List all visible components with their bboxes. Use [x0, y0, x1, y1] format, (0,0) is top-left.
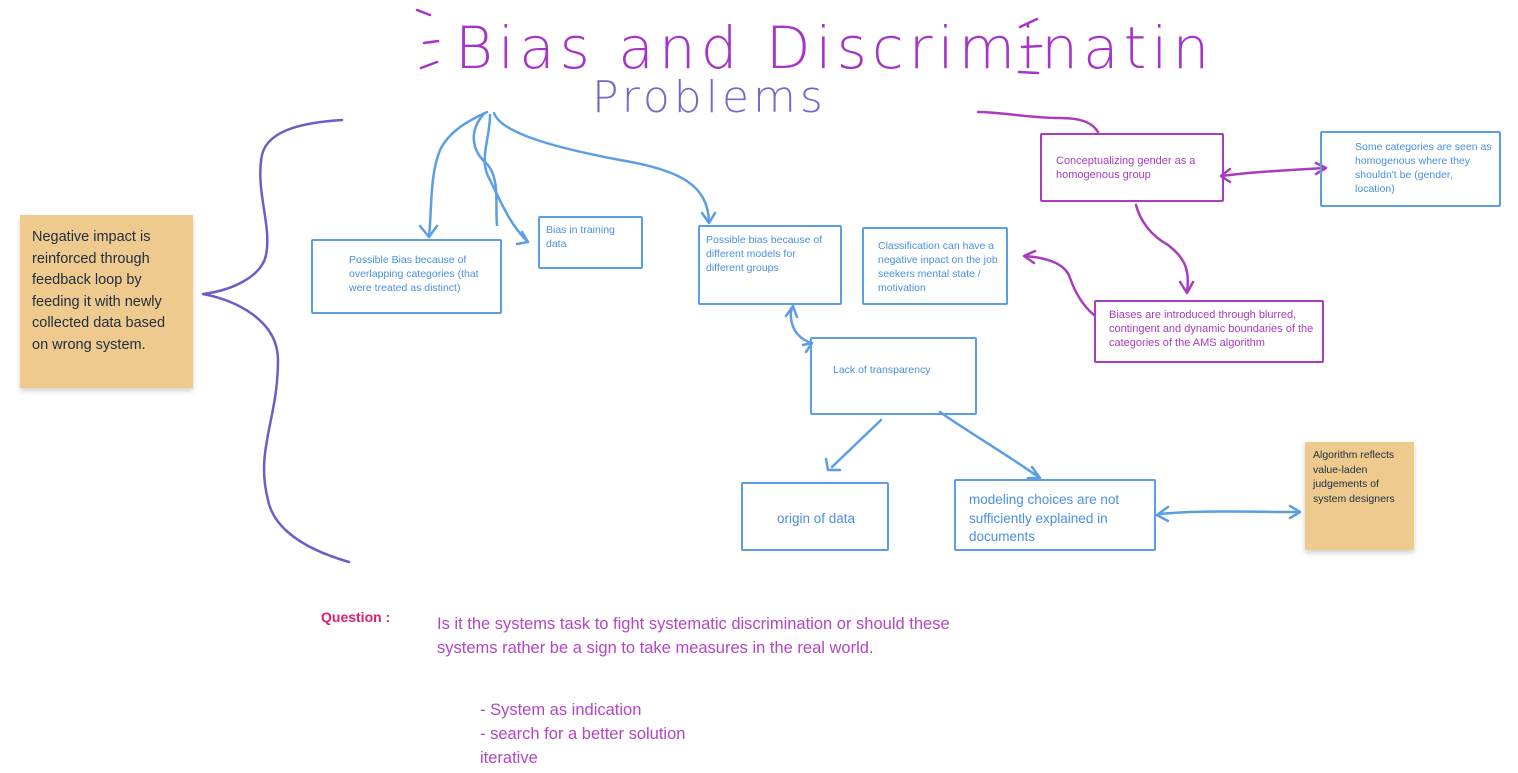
question-text: Is it the systems task to fight systemat… [437, 615, 950, 657]
title-line-1: Bias and Discriminatin [455, 14, 1215, 82]
sticky-note-text: Algorithm reflects value-laden judgement… [1313, 449, 1395, 505]
box-blurred-boundaries[interactable]: Biases are introduced through blurred, c… [1094, 300, 1324, 363]
bullet-item: - search for a better solution [480, 725, 686, 743]
box-overlapping-categories[interactable]: Possible Bias because of overlapping cat… [311, 239, 502, 314]
title-line-2: Problems [592, 72, 827, 123]
blue-arrows [418, 110, 1302, 523]
box-text: origin of data [777, 511, 856, 526]
box-training-data[interactable]: Bias in training data [538, 216, 643, 269]
question-bullets: - System as indication - search for a be… [480, 698, 685, 770]
box-homogenous-categories[interactable]: Some categories are seen as homogenous w… [1320, 131, 1501, 207]
sticky-note-value-laden[interactable]: Algorithm reflects value-laden judgement… [1305, 442, 1414, 550]
box-text: Lack of transparency [833, 364, 931, 376]
box-conceptualizing-gender[interactable]: Conceptualizing gender as a homogenous g… [1040, 133, 1224, 202]
question-label: Question : [321, 609, 391, 625]
title-decoration-left [415, 8, 440, 70]
sticky-note-text: Negative impact is reinforced through fe… [32, 229, 166, 353]
box-classification-impact[interactable]: Classification can have a negative inpac… [862, 227, 1008, 305]
box-different-models[interactable]: Possible bias because of different model… [698, 225, 842, 305]
bullet-item: - System as indication [480, 701, 642, 719]
box-text: Some categories are seen as homogenous w… [1355, 141, 1492, 195]
sticky-note-feedback-loop[interactable]: Negative impact is reinforced through fe… [20, 215, 193, 388]
box-text: Classification can have a negative inpac… [878, 240, 998, 294]
bullet-item: iterative [480, 749, 538, 767]
box-origin-of-data[interactable]: origin of data [741, 482, 889, 551]
box-lack-of-transparency[interactable]: Lack of transparency [810, 337, 977, 415]
curly-brace [201, 118, 351, 564]
box-text: Possible bias because of different model… [706, 234, 823, 274]
box-text: Conceptualizing gender as a homogenous g… [1056, 155, 1196, 181]
box-text: Bias in training data [546, 224, 615, 250]
box-text: Biases are introduced through blurred, c… [1109, 309, 1314, 349]
box-text: modeling choices are not sufficiently ex… [969, 492, 1120, 544]
title-decoration-right [1017, 17, 1043, 75]
box-text: Possible Bias because of overlapping cat… [349, 254, 479, 294]
purple-arrows [976, 110, 1328, 317]
box-modeling-choices[interactable]: modeling choices are not sufficiently ex… [954, 479, 1156, 551]
